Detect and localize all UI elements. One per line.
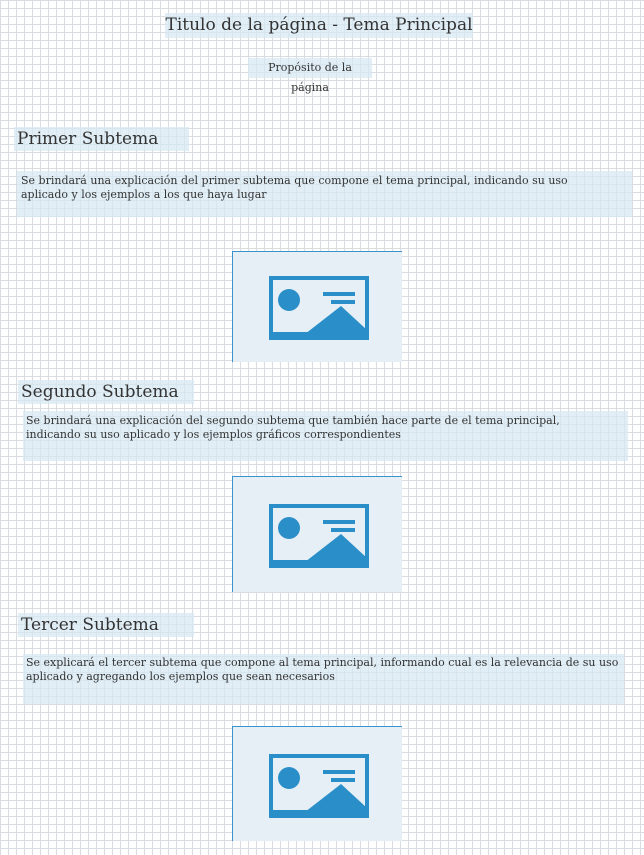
section-2-description: Se brindará una explicación del segundo … [23, 411, 628, 461]
section-1-image-placeholder[interactable] [232, 251, 402, 362]
image-placeholder-icon [269, 754, 369, 818]
section-1-description: Se brindará una explicación del primer s… [17, 171, 632, 217]
section-3-description: Se explicará el tercer subtema que compo… [23, 654, 624, 704]
section-2-image-placeholder[interactable] [232, 476, 402, 592]
section-2-title: Segundo Subtema [18, 380, 194, 404]
section-1-title: Primer Subtema [14, 127, 189, 151]
image-placeholder-icon [269, 276, 369, 340]
page-title: Titulo de la página - Tema Principal [165, 13, 473, 38]
page-purpose: Propósito de la página [248, 58, 372, 94]
section-3-title: Tercer Subtema [18, 613, 194, 637]
section-3-image-placeholder[interactable] [232, 726, 402, 841]
image-placeholder-icon [269, 504, 369, 568]
